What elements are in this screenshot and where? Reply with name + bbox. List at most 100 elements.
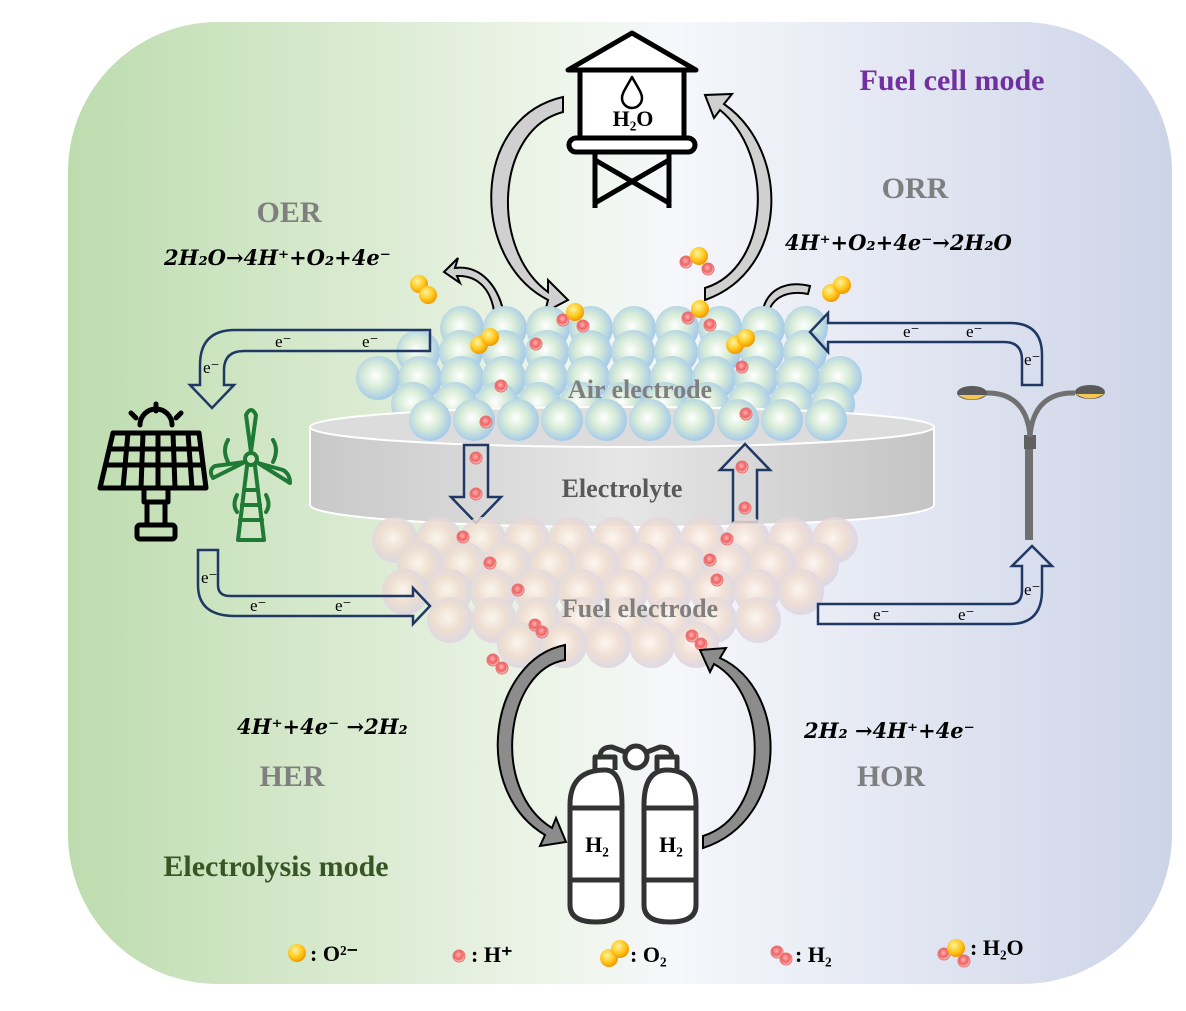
electron-arrow-oer: [187, 328, 432, 410]
air-electrode-particle: [805, 399, 847, 441]
h2-out-arrow: [496, 643, 568, 848]
orr-label: ORR: [882, 172, 949, 205]
her-label: HER: [259, 760, 324, 793]
h-ion: [739, 407, 753, 421]
water-in-arrow: [490, 95, 570, 314]
electron-label: e⁻: [966, 322, 983, 341]
ion-up-arrow: [717, 442, 773, 524]
legend-label: : O²⁻: [310, 941, 358, 966]
oer-label: OER: [256, 196, 321, 229]
hor-label: HOR: [857, 760, 926, 793]
air-electrode-particle: [409, 399, 451, 441]
electron-label: e⁻: [275, 332, 292, 351]
electrolysis-mode-title: Electrolysis mode: [163, 850, 388, 883]
legend-label: : H₂: [795, 942, 832, 967]
h2-in-arrow: [698, 646, 772, 850]
her-equation: 4H⁺+4e⁻ →2H₂: [237, 714, 408, 739]
fuel-electrode-particle: [427, 597, 473, 643]
ion-down-arrow: [448, 443, 504, 525]
electron-label: e⁻: [201, 568, 218, 587]
h-ion: [720, 532, 734, 546]
h-ion: [511, 583, 525, 597]
h-ion: [494, 379, 508, 393]
air-electrode-particle: [541, 399, 583, 441]
h-ion: [703, 553, 717, 567]
electron-arrow-her: [196, 548, 432, 628]
h2-molecule-atom: [685, 629, 699, 643]
electron-arrow-orr: [808, 309, 1044, 387]
air-electrode-particle: [356, 356, 400, 400]
air-electrode-label: Air electrode: [568, 375, 712, 404]
legend-item-h2o: : H₂O: [937, 935, 1024, 968]
street-lamp-icon: [957, 385, 1105, 540]
h2o-molecule-atom: [701, 262, 715, 276]
h2o-molecule-atom: [690, 247, 708, 265]
legend-item-h2: : H₂: [770, 942, 832, 967]
water-tower-label: H₂O: [613, 106, 654, 131]
electron-arrow-hor: [816, 544, 1056, 626]
h2-molecule-atom: [495, 661, 509, 675]
h2o-molecule-atom: [566, 303, 584, 321]
legend: : O²⁻ : H⁺ : O₂ : H₂ : H₂O: [288, 935, 1024, 968]
fuel-electrode-particle: [778, 569, 824, 615]
legend-label: : H⁺: [471, 942, 513, 967]
air-electrode-particle: [585, 399, 627, 441]
air-electrode-front: [409, 399, 847, 441]
legend-item-o2: : O₂: [600, 940, 667, 967]
fuel-electrode-particle: [497, 622, 543, 668]
h2o-molecule-atom: [576, 319, 590, 333]
air-electrode-particle: [717, 399, 759, 441]
h2-molecule-atom: [486, 653, 500, 667]
legend-item-h-ion: : H⁺: [452, 942, 513, 967]
legend-label: : H₂O: [970, 935, 1024, 960]
electron-label: e⁻: [958, 605, 975, 624]
h-ion: [469, 451, 483, 465]
h-ion: [735, 460, 749, 474]
h2o-molecule-atom: [681, 311, 695, 325]
air-electrode-particle: [453, 399, 495, 441]
legend-item-o-ion: : O²⁻: [288, 941, 358, 966]
water-out-arrow: [703, 92, 773, 302]
o2-molecule-atom: [419, 286, 437, 304]
h2-tank-label: H₂: [585, 832, 609, 857]
h-ion: [735, 360, 749, 374]
air-electrode-particle: [673, 399, 715, 441]
water-tower-icon: [565, 30, 699, 208]
orr-equation: 4H⁺+O₂+4e⁻→2H₂O: [785, 230, 1013, 255]
h2o-molecule-atom: [556, 313, 570, 327]
wind-turbine-icon: [208, 408, 292, 542]
h2o-molecule-atom: [679, 255, 693, 269]
air-electrode-particle: [497, 399, 539, 441]
legend-label: : O₂: [630, 942, 667, 967]
electron-label: e⁻: [250, 596, 267, 615]
fuel-electrode-label: Fuel electrode: [562, 594, 718, 623]
fuel-electrode-particle: [585, 622, 631, 668]
fuel-electrode: [372, 517, 858, 668]
h-ion: [710, 573, 724, 587]
electron-label: e⁻: [335, 596, 352, 615]
hor-equation: 2H₂ →4H⁺+4e⁻: [803, 718, 975, 743]
electrolyte-label: Electrolyte: [562, 474, 683, 503]
fuel-electrode-particle: [629, 622, 675, 668]
oer-product-arrow: [442, 257, 507, 324]
o2-molecule-atom: [481, 328, 499, 346]
h-ion: [456, 530, 470, 544]
fuel-cell-mode-title: Fuel cell mode: [860, 64, 1045, 97]
h2o-molecule-atom: [703, 318, 717, 332]
air-electrode-particle: [629, 399, 671, 441]
h-ion: [479, 415, 493, 429]
o2-molecule-atom: [833, 276, 851, 294]
h2-molecule-atom: [535, 625, 549, 639]
electron-label: e⁻: [1024, 350, 1041, 369]
electron-label: e⁻: [903, 322, 920, 341]
h-ion: [738, 501, 752, 515]
h2-molecule-atom: [694, 637, 708, 651]
h2-tank-label: H₂: [659, 832, 683, 857]
h-ion: [483, 556, 497, 570]
electron-label: e⁻: [1024, 580, 1041, 599]
oer-equation: 2H₂O→4H⁺+O₂+4e⁻: [163, 245, 391, 270]
hydrogen-tank-icon: [567, 743, 699, 925]
air-electrode-particle: [761, 399, 803, 441]
h-ion: [529, 337, 543, 351]
